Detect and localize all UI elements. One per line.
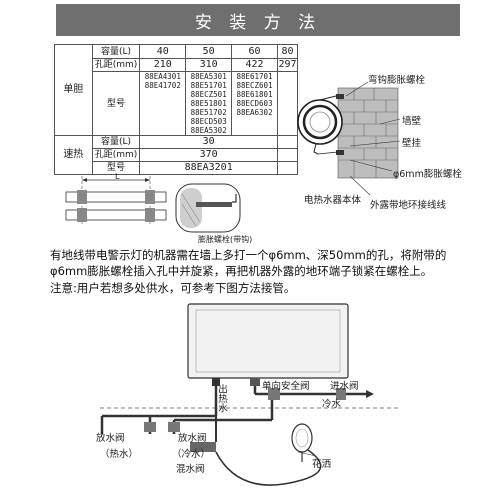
category-fast: 速热	[54, 135, 93, 175]
model-id: 88EA4301	[144, 72, 181, 81]
capacity-cell: 50	[185, 44, 233, 59]
model-cell: 88EA4301 88E41702	[139, 71, 187, 136]
label-inlet-valve: 进水阀	[330, 381, 359, 392]
hole-header: 孔距(mm)	[91, 58, 141, 72]
hole-header: 孔距(mm)	[91, 148, 141, 162]
model-header: 型号	[91, 71, 141, 136]
instruction-ground: 有地线带电警示灯的机器需在墙上多打一个φ6mm、深50mm的孔，将附带的φ6mm…	[50, 248, 447, 278]
bolt-caption: 膨胀螺栓(带钩)	[198, 235, 253, 244]
hook-bolt-diagram	[175, 183, 241, 233]
model-id: 88E51702	[190, 108, 227, 117]
model-id: 88E51701	[190, 81, 227, 90]
label-check-valve: 单向安全阀	[262, 381, 310, 392]
model-header: 型号	[91, 161, 141, 175]
empty-cell	[276, 148, 299, 162]
capacity-cell: 80	[276, 44, 299, 59]
hole-cell: 310	[185, 58, 233, 72]
label-drain-cold: 放水阀	[178, 433, 207, 444]
model-id: 88E61801	[236, 90, 273, 99]
capacity-cell: 40	[139, 44, 187, 59]
callout-leader-lines	[345, 81, 401, 196]
capacity-cell: 60	[231, 44, 278, 59]
model-id: 88ECZ501	[190, 90, 227, 99]
dimension-label: L	[115, 172, 120, 181]
model-id: 88EA5302	[190, 126, 227, 135]
model-id: 88ECD503	[190, 117, 227, 126]
label-hot-water: （热水）	[100, 449, 139, 460]
hole-cell: 422	[231, 58, 278, 72]
capacity-header: 容量(L)	[91, 135, 141, 149]
callout-hook-bolt: 弯钩膨胀螺栓	[368, 75, 426, 86]
model-id: 88EA6302	[236, 108, 273, 117]
wall-mount-diagram	[297, 87, 399, 179]
label-mixing-valve: 混水阀	[176, 464, 205, 475]
callout-bracket: 壁挂	[402, 138, 422, 149]
bolt-spacing-diagram	[65, 176, 167, 224]
model-id: 88ECZ601	[236, 81, 273, 90]
callout-bolt-6mm: φ6mm膨胀螺栓	[393, 169, 462, 180]
model-cell-empty	[276, 71, 299, 136]
callout-heater-body: 电热水器本体	[304, 195, 362, 206]
model-cell: 88E61701 88ECZ601 88E61801 88ECD603 88EA…	[231, 71, 278, 136]
model-id: 88E61701	[236, 72, 273, 81]
empty-cell	[276, 161, 299, 175]
label-shower: 花洒	[312, 459, 332, 470]
instruction-note: 注意:用户若想多处供水，可参考下图方法接管。	[50, 281, 296, 295]
callout-wall: 墙壁	[402, 116, 422, 127]
hole-cell: 210	[139, 58, 187, 72]
spec-table: 单胆 容量(L) 40 50 60 80 孔距(mm) 210 310 422 …	[54, 44, 299, 175]
category-single: 单胆	[54, 44, 93, 136]
hole-cell: 370	[139, 148, 278, 162]
plumbing-diagram	[100, 303, 400, 486]
label-cold-water: （冷水）	[172, 449, 211, 460]
model-cell: 88EA3201	[139, 161, 278, 175]
capacity-header: 容量(L)	[91, 44, 141, 59]
empty-cell	[276, 135, 299, 149]
hole-cell: 297	[276, 58, 299, 72]
callout-ground-terminal: 外露带地环接线线	[370, 200, 447, 211]
model-id: 88E41702	[144, 81, 181, 90]
model-id: 88E51801	[190, 99, 227, 108]
model-id: 88EA5301	[190, 72, 227, 81]
label-hot-out: 出热水	[216, 384, 227, 413]
model-id: 88ECD603	[236, 99, 273, 108]
label-drain-hot: 放水阀	[96, 433, 125, 444]
label-cold-in: 冷水	[322, 399, 342, 410]
section-title: 安 装 方 法	[56, 4, 460, 36]
model-cell: 88EA5301 88E51701 88ECZ501 88E51801 88E5…	[185, 71, 233, 136]
capacity-cell: 30	[139, 135, 278, 149]
